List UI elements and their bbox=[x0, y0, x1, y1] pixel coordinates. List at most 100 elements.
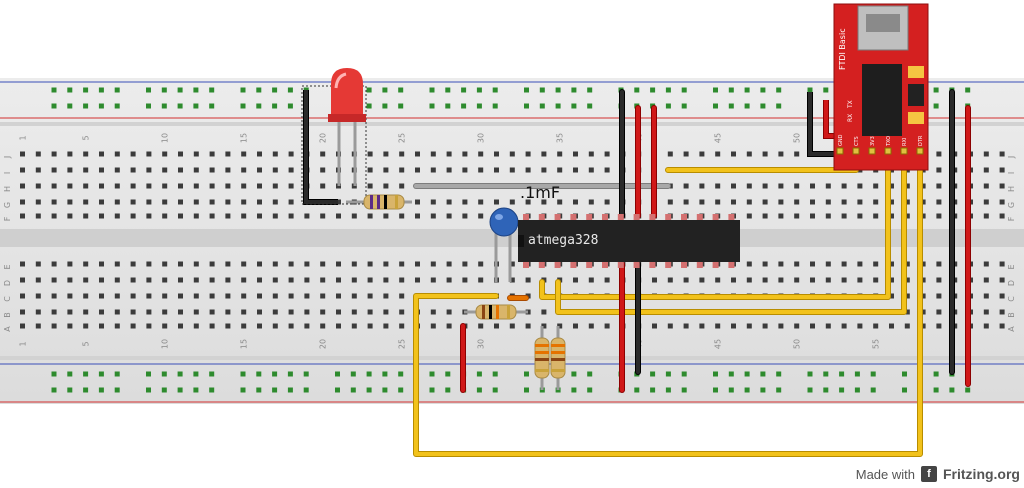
rail-hole bbox=[524, 387, 529, 393]
hole bbox=[762, 261, 768, 267]
hole bbox=[178, 167, 183, 173]
hole bbox=[731, 183, 736, 189]
rail-hole bbox=[193, 103, 199, 109]
hole bbox=[588, 323, 594, 329]
column-number: 15 bbox=[240, 133, 249, 143]
chip-pin bbox=[681, 261, 687, 268]
yellow-wire-rxi[interactable] bbox=[555, 149, 907, 315]
hole bbox=[320, 213, 326, 219]
hole bbox=[99, 151, 104, 157]
black-wire-led[interactable] bbox=[303, 90, 338, 205]
yellow-wire-dtr[interactable] bbox=[413, 149, 923, 457]
hole bbox=[288, 183, 294, 189]
row-letter: F bbox=[3, 216, 12, 221]
rail-hole bbox=[713, 103, 718, 109]
hole bbox=[462, 199, 468, 205]
hole bbox=[604, 167, 610, 173]
rail-hole bbox=[209, 387, 215, 393]
hole bbox=[936, 309, 942, 315]
hole bbox=[67, 213, 73, 219]
hole bbox=[936, 277, 942, 283]
hole bbox=[399, 183, 405, 189]
column-number: 10 bbox=[161, 133, 170, 143]
ceramic-capacitor[interactable] bbox=[489, 207, 519, 282]
hole bbox=[241, 167, 247, 173]
hole bbox=[35, 323, 41, 329]
hole bbox=[746, 199, 752, 205]
hole bbox=[746, 277, 752, 283]
rail-hole bbox=[98, 387, 104, 393]
hole bbox=[178, 323, 183, 329]
rail-hole bbox=[83, 387, 89, 393]
hole bbox=[746, 323, 752, 329]
hole bbox=[304, 293, 310, 299]
hole bbox=[778, 277, 784, 283]
hole bbox=[272, 199, 278, 205]
rail-hole bbox=[303, 387, 309, 393]
row-letter: G bbox=[1007, 202, 1016, 208]
row-letter: I bbox=[3, 172, 12, 174]
vertical-resistor-1[interactable] bbox=[534, 326, 550, 390]
hole bbox=[415, 277, 420, 283]
hole bbox=[762, 183, 768, 189]
hole bbox=[415, 213, 420, 219]
hole bbox=[873, 183, 879, 189]
footer-brand[interactable]: Fritzing.org bbox=[943, 466, 1020, 482]
hole bbox=[573, 323, 578, 329]
row-letter: G bbox=[3, 202, 12, 208]
ftdi-header-pin bbox=[900, 147, 908, 155]
rail-hole bbox=[728, 87, 734, 93]
hole bbox=[383, 167, 389, 173]
hole bbox=[936, 323, 942, 329]
hole bbox=[430, 167, 436, 173]
yellow-wire-txo[interactable] bbox=[539, 149, 891, 300]
hole bbox=[288, 309, 294, 315]
chip-pin bbox=[617, 261, 624, 268]
hole bbox=[83, 213, 89, 219]
rail-hole bbox=[256, 87, 262, 93]
hole bbox=[99, 199, 104, 205]
vertical-resistor-2[interactable] bbox=[550, 326, 566, 390]
chip-pin bbox=[554, 214, 561, 221]
rail-hole bbox=[949, 387, 955, 393]
black-wire-ftdi[interactable] bbox=[807, 92, 840, 157]
rail-hole bbox=[744, 387, 750, 393]
hole bbox=[304, 323, 310, 329]
rail-hole bbox=[272, 371, 278, 377]
hole bbox=[67, 309, 73, 315]
hole bbox=[652, 323, 657, 329]
led-resistor[interactable] bbox=[346, 194, 412, 210]
hole bbox=[20, 309, 25, 315]
hole bbox=[446, 261, 452, 267]
rail-hole bbox=[965, 87, 971, 93]
hole bbox=[51, 213, 57, 219]
hole bbox=[304, 261, 310, 267]
hole bbox=[889, 199, 894, 205]
hole bbox=[715, 323, 721, 329]
hole bbox=[920, 323, 926, 329]
hole bbox=[257, 293, 262, 299]
rail-hole bbox=[681, 87, 687, 93]
hole bbox=[35, 199, 41, 205]
red-led[interactable] bbox=[301, 68, 367, 205]
hole bbox=[983, 323, 989, 329]
reset-resistor[interactable] bbox=[464, 304, 528, 320]
rail-hole bbox=[398, 371, 404, 377]
atmega-chip[interactable] bbox=[518, 214, 740, 268]
hole bbox=[541, 199, 547, 205]
hole bbox=[557, 151, 563, 157]
hole bbox=[841, 277, 847, 283]
rail-hole bbox=[807, 371, 813, 377]
hole bbox=[367, 323, 373, 329]
hole bbox=[746, 213, 752, 219]
hole bbox=[99, 183, 104, 189]
hole bbox=[99, 167, 104, 173]
hole bbox=[462, 261, 468, 267]
hole bbox=[810, 199, 815, 205]
rail-hole bbox=[933, 87, 939, 93]
hole bbox=[225, 151, 231, 157]
top-rail-strip bbox=[0, 122, 1024, 126]
ftdi-board[interactable] bbox=[833, 3, 929, 171]
rail-hole bbox=[713, 87, 718, 93]
chip-pin bbox=[665, 261, 672, 268]
